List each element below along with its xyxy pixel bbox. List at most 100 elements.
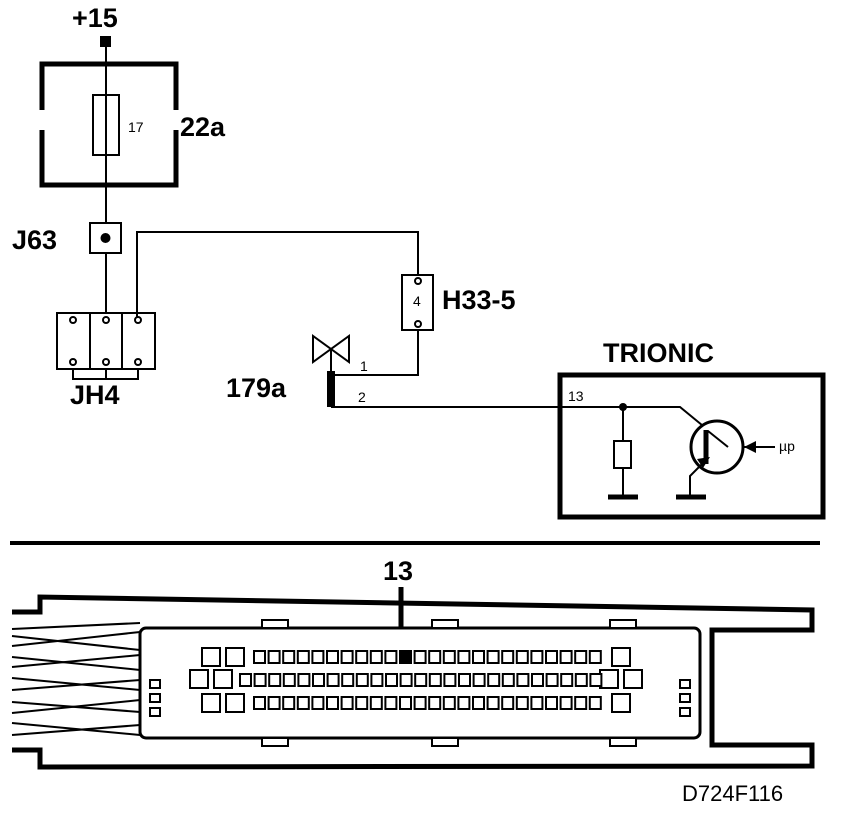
connector-large-cell — [623, 669, 643, 689]
connector-large-cell — [611, 693, 631, 713]
connector-pin — [369, 696, 383, 710]
microprocessor-arrow — [744, 441, 756, 453]
connector-pin — [442, 696, 456, 710]
connector-pin — [442, 650, 456, 664]
connector-pin — [559, 696, 573, 710]
connector-pin — [282, 673, 296, 687]
connector-pin — [253, 696, 266, 710]
connector-pin — [369, 650, 383, 664]
connector-h33-5-pin-label: 4 — [413, 293, 421, 309]
connector-pin — [574, 696, 588, 710]
connector-pin — [413, 650, 427, 664]
connector-pin — [574, 650, 588, 664]
fuse-box — [39, 61, 179, 188]
connector-pin — [282, 696, 296, 710]
connector-large-cell — [213, 669, 233, 689]
connector-pin — [326, 650, 339, 664]
junction-j63-label: J63 — [12, 225, 57, 255]
connector-pin — [457, 650, 471, 664]
connector-pin — [501, 673, 515, 687]
connector-pin — [472, 650, 485, 664]
connector-pin — [253, 650, 266, 664]
connector-large-cell — [599, 669, 619, 689]
connector-pin — [501, 696, 515, 710]
pin-1-label: 1 — [360, 358, 368, 374]
connector-pin — [413, 696, 427, 710]
connector-large-cell — [225, 693, 245, 713]
ecu-pin-label: 13 — [568, 388, 584, 404]
connector-pin — [267, 650, 281, 664]
connector-pin — [545, 673, 559, 687]
connector-pin — [560, 673, 574, 687]
connector-pin — [297, 673, 311, 687]
ecu-title: TRIONIC — [603, 338, 714, 368]
connector-pin — [487, 673, 501, 687]
connector-pin — [545, 650, 558, 664]
connector-pin — [370, 673, 384, 687]
microprocessor-label: µp — [779, 438, 795, 454]
connector-pin — [588, 650, 602, 664]
connector-pin — [414, 673, 428, 687]
connector-pin — [399, 673, 413, 687]
connector-pin — [530, 696, 544, 710]
connector-pin — [239, 673, 252, 687]
connector-pin — [531, 673, 544, 687]
wire-jh4-h33 — [136, 231, 419, 318]
connector-pin — [515, 696, 529, 710]
connector-pin — [355, 696, 369, 710]
junction-j63-dot — [100, 233, 111, 243]
connector-pin — [443, 673, 457, 687]
connector-pin — [340, 696, 354, 710]
connector-pin — [296, 650, 310, 664]
supply-label: +15 — [72, 3, 118, 33]
supply-terminal — [100, 36, 111, 47]
connector-large-cell — [201, 693, 221, 713]
connector-pin — [385, 673, 398, 687]
connector-housing — [11, 594, 815, 770]
connector-pin-13 — [399, 650, 412, 664]
connector-pin — [428, 650, 442, 664]
connector-pin — [384, 696, 398, 710]
connector-pin — [282, 650, 296, 664]
junction-jh4 — [56, 312, 156, 380]
connector-pin — [574, 673, 588, 687]
connector-large-cell — [611, 647, 631, 667]
connector-pin — [428, 696, 442, 710]
connector-h33-5-label: H33-5 — [442, 285, 516, 315]
pin-2-label: 2 — [358, 389, 366, 405]
connector-pin — [355, 650, 369, 664]
connector-pin — [472, 696, 485, 710]
connector-pin — [326, 696, 339, 710]
connector-pin — [340, 650, 354, 664]
connector-pin — [268, 673, 282, 687]
component-179a-terminal — [327, 371, 335, 407]
connector-pin — [296, 696, 310, 710]
connector-pin — [530, 650, 544, 664]
connector-pin — [501, 650, 515, 664]
connector-large-cell — [201, 647, 221, 667]
fuse-number-label: 17 — [128, 119, 144, 135]
wire-h33-pin1 — [331, 330, 419, 376]
connector-h33-5-pin-bottom — [414, 320, 422, 328]
connector-pin — [341, 673, 355, 687]
drawing-id: D724F116 — [682, 781, 783, 806]
connector-pin — [384, 650, 398, 664]
connector-pin — [311, 696, 325, 710]
connector-pin — [312, 673, 325, 687]
connector-pin — [515, 650, 529, 664]
junction-jh4-label: JH4 — [70, 380, 120, 410]
connector-pin — [486, 650, 500, 664]
connector-pin — [311, 650, 325, 664]
fuse-box-label: 22a — [180, 112, 226, 142]
connector-pin — [588, 696, 602, 710]
connector-pin — [355, 673, 369, 687]
ecu-internal-wire — [560, 406, 709, 431]
connector-pin — [326, 673, 340, 687]
connector-pin — [516, 673, 530, 687]
connector-pin — [472, 673, 486, 687]
connector-large-cell — [189, 669, 209, 689]
connector-callout-label: 13 — [383, 556, 413, 586]
connector-pin — [458, 673, 471, 687]
connector-pin — [399, 696, 412, 710]
